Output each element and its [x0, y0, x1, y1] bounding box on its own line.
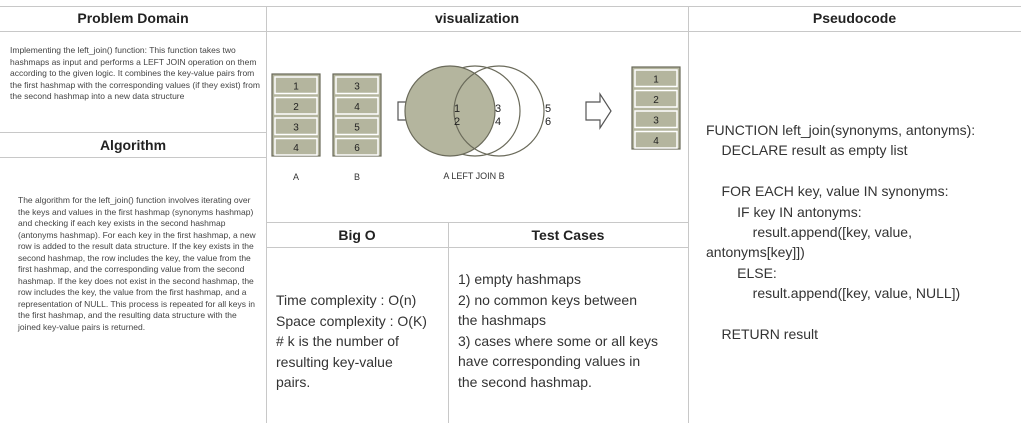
- table-a-cell: [274, 96, 318, 115]
- result-cell: [634, 69, 678, 88]
- table-b-cell: [335, 137, 379, 156]
- result-cell-value: 2: [653, 95, 659, 106]
- big-o-line: pairs.: [276, 374, 311, 390]
- table-b: 3 4 5 6 B: [332, 73, 382, 182]
- table-a-cell: [274, 117, 318, 136]
- divider: [266, 6, 267, 423]
- test-case-line: have corresponding values in: [458, 353, 641, 369]
- pseudocode-line: [706, 304, 1020, 324]
- table-b-cell-value: 6: [354, 143, 360, 154]
- venn-left-value: 2: [454, 116, 460, 128]
- result-cell: [634, 130, 678, 149]
- table-b-cell-value: 3: [354, 81, 360, 92]
- test-cases-text: 1) empty hashmaps 2) no common keys betwe…: [458, 269, 686, 392]
- big-o-line: # k is the number of: [276, 333, 399, 349]
- pseudocode-line: DECLARE result as empty list: [706, 142, 908, 159]
- result-cell: [634, 110, 678, 129]
- table-a-cell: [274, 76, 318, 95]
- table-a-cell: [274, 137, 318, 156]
- pseudocode-line: RETURN result: [706, 326, 819, 343]
- test-case-line: the second hashmap.: [458, 373, 592, 390]
- big-o-text: Time complexity : O(n) Space complexity :…: [276, 290, 446, 393]
- pseudocode-text: FUNCTION left_join(synonyms, antonyms): …: [706, 120, 1020, 344]
- table-b-label: B: [354, 172, 360, 182]
- divider: [266, 222, 688, 223]
- result-cell: [634, 89, 678, 108]
- table-b-cell: [335, 96, 379, 115]
- divider: [0, 157, 266, 158]
- divider: [448, 222, 449, 423]
- problem-domain-title: Problem Domain: [77, 10, 189, 26]
- result-cell-value: 3: [653, 115, 659, 126]
- pseudocode-title: Pseudocode: [812, 10, 897, 26]
- table-b-cell-value: 4: [354, 102, 360, 113]
- divider: [0, 31, 1021, 32]
- test-cases-title: Test Cases: [531, 227, 605, 243]
- venn-intersection-value: 4: [495, 116, 501, 128]
- pseudocode-line: result.append([key, value, NULL]): [706, 285, 961, 302]
- table-b-cell-value: 5: [354, 122, 360, 133]
- result-table: 1 2 3 4: [631, 66, 681, 150]
- venn-label: A LEFT JOIN B: [443, 171, 504, 181]
- venn-intersection-value: 3: [495, 103, 501, 115]
- test-case-line: 1) empty hashmaps: [458, 271, 581, 287]
- table-a-cell-value: 4: [293, 143, 299, 154]
- test-case-line: 2) no common keys between: [458, 291, 637, 308]
- table-b-cell: [335, 76, 379, 95]
- arrow-right-icon: [585, 91, 612, 131]
- venn-diagram: 12 34 56 A LEFT JOIN B: [404, 65, 551, 181]
- venn-right-value: 6: [545, 116, 551, 128]
- pseudocode-line: antonyms[key]]): [706, 244, 805, 261]
- big-o-line: resulting key-value: [276, 353, 393, 370]
- pseudocode-line: result.append([key, value,: [706, 224, 912, 241]
- pseudocode-line: ELSE:: [706, 264, 777, 281]
- big-o-title: Big O: [338, 227, 376, 243]
- pseudocode-line: FUNCTION left_join(synonyms, antonyms):: [706, 122, 976, 138]
- divider: [266, 247, 688, 248]
- result-cell-value: 1: [653, 74, 659, 85]
- divider: [688, 6, 689, 423]
- table-a-label: A: [293, 172, 299, 182]
- pseudocode-line: IF key IN antonyms:: [706, 203, 862, 220]
- table-a-cell-value: 2: [293, 102, 299, 113]
- pseudocode-line: FOR EACH key, value IN synonyms:: [706, 183, 949, 200]
- algorithm-title: Algorithm: [99, 137, 167, 153]
- divider: [0, 6, 1021, 7]
- table-a-cell-value: 3: [293, 122, 299, 133]
- big-o-line: Space complexity : O(K): [276, 312, 427, 329]
- big-o-line: Time complexity : O(n): [276, 292, 417, 308]
- pseudocode-line: [706, 161, 1020, 181]
- algorithm-text: The algorithm for the left_join() functi…: [18, 195, 256, 332]
- table-a-cell-value: 1: [293, 81, 299, 92]
- divider: [0, 132, 266, 133]
- test-case-line: the hashmaps: [458, 312, 546, 328]
- problem-domain-text: Implementing the left_join() function: T…: [10, 45, 260, 101]
- venn-left-value: 1: [454, 103, 460, 115]
- test-case-line: 3) cases where some or all keys: [458, 332, 658, 349]
- result-cell-value: 4: [653, 136, 659, 147]
- table-a: 1 2 3 4 A: [271, 73, 321, 182]
- venn-right-value: 5: [545, 103, 551, 115]
- visualization-title: visualization: [434, 10, 520, 26]
- table-b-cell: [335, 117, 379, 136]
